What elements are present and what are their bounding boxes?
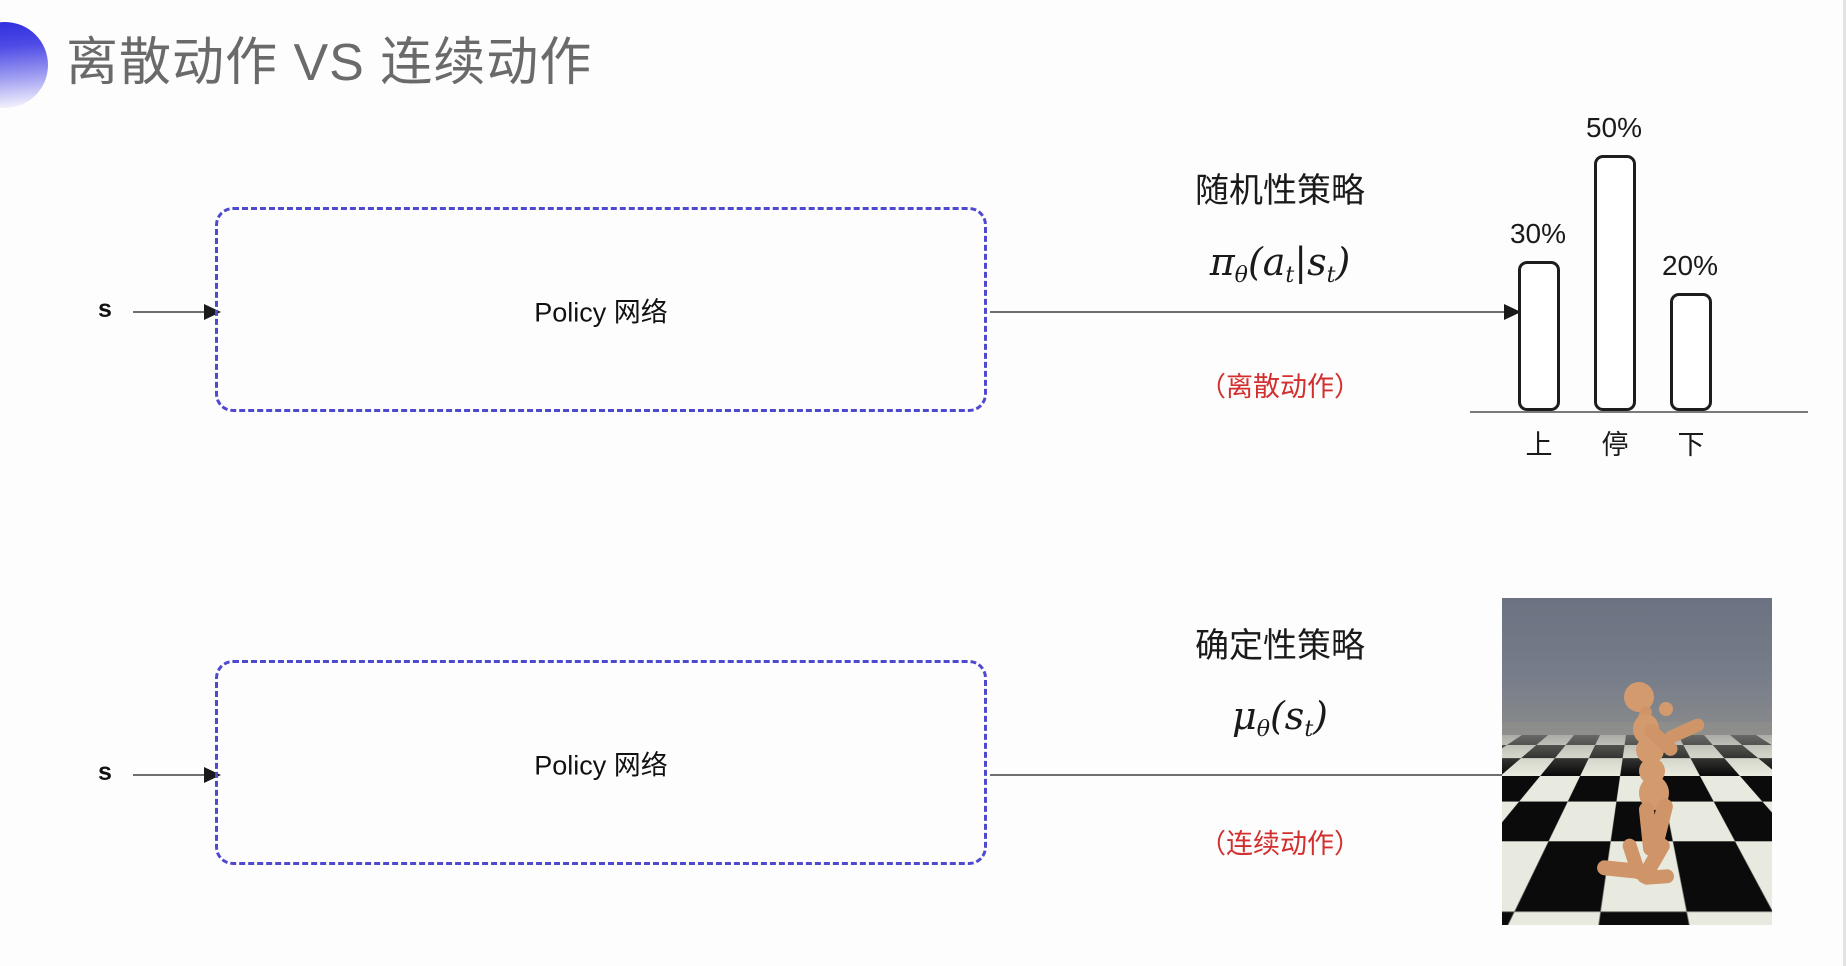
formula-sub-t-2: t: [1304, 717, 1314, 743]
formula-open-2: (: [1269, 694, 1285, 738]
policy-network-box-continuous[interactable]: Policy 网络: [215, 660, 987, 865]
formula-glyph-pi: π: [1209, 240, 1235, 284]
formula-glyph-mu: μ: [1232, 694, 1257, 738]
bar-value-1: 50%: [1585, 112, 1643, 143]
policy-formula-continuous: μθ(st): [1140, 694, 1420, 742]
policy-kind-discrete: 随机性策略: [1195, 172, 1365, 210]
formula-s: s: [1307, 240, 1327, 284]
formula-close: ): [1335, 240, 1351, 284]
policy-network-box-discrete[interactable]: Policy 网络: [215, 207, 987, 412]
formula-sub-theta-2: θ: [1256, 717, 1270, 743]
formula-close-2: ): [1313, 694, 1328, 738]
state-input-label-continuous: s: [98, 758, 112, 786]
humanoid-forearm: [1662, 716, 1707, 746]
humanoid-figure: [1502, 598, 1772, 925]
slide-right-edge: [1843, 0, 1846, 966]
formula-s-2: s: [1284, 694, 1305, 738]
bar-value-2: 20%: [1661, 250, 1719, 281]
formula-sub-t2: t: [1326, 263, 1336, 289]
bar-0: [1518, 261, 1560, 411]
humanoid-hand: [1659, 702, 1673, 716]
formula-rest-discrete: (a: [1247, 240, 1286, 284]
output-arrow-continuous: [990, 767, 1521, 783]
action-type-discrete: （离散动作）: [1199, 372, 1361, 402]
bar-value-0: 30%: [1509, 218, 1567, 249]
input-arrow-continuous: [133, 767, 221, 783]
input-arrow-discrete: [133, 304, 221, 320]
chart-x-axis: [1470, 411, 1808, 413]
output-arrow-discrete: [990, 304, 1521, 320]
state-input-label-discrete: s: [98, 295, 112, 323]
page-title: 离散动作 VS 连续动作: [66, 34, 593, 92]
action-type-continuous: （连续动作）: [1199, 829, 1361, 859]
formula-bar: |: [1294, 240, 1308, 284]
humanoid-simulation-image: [1502, 598, 1772, 925]
formula-sub-t1: t: [1285, 263, 1295, 289]
bar-1: [1594, 155, 1636, 411]
bar-category-1: 停: [1601, 430, 1629, 460]
title-decoration-icon: [0, 22, 48, 108]
policy-formula-discrete: πθ(at|st): [1140, 240, 1420, 288]
discrete-action-bar-chart: 30% 上 50% 停 20% 下: [1470, 112, 1820, 460]
humanoid-foot-front: [1639, 868, 1675, 886]
formula-sub-theta: θ: [1234, 263, 1248, 289]
policy-kind-continuous: 确定性策略: [1195, 627, 1365, 665]
bar-2: [1670, 293, 1712, 411]
policy-network-label-discrete: Policy 网络: [534, 297, 668, 327]
policy-network-label-continuous: Policy 网络: [534, 750, 668, 780]
bar-category-0: 上: [1525, 430, 1553, 460]
bar-category-2: 下: [1677, 430, 1705, 460]
